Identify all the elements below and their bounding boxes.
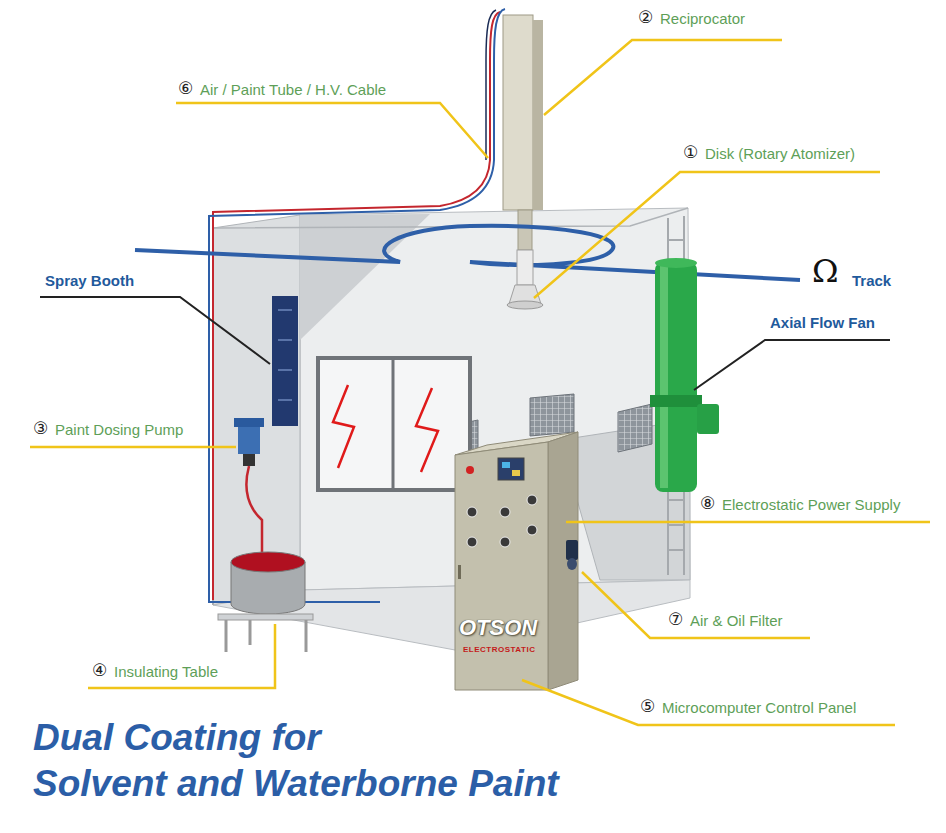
knob xyxy=(500,507,510,517)
callout-number: ⑦ xyxy=(668,610,683,628)
leader-line xyxy=(566,521,930,524)
callout-number: ⑥ xyxy=(178,79,193,97)
screen-detail xyxy=(502,462,510,468)
door-handle xyxy=(458,565,461,579)
window-divider xyxy=(392,358,395,490)
paint-tube xyxy=(246,466,262,558)
callout-number: ② xyxy=(638,8,653,26)
stop-button xyxy=(466,466,474,474)
touch-screen xyxy=(498,458,524,480)
pump-base xyxy=(243,454,255,466)
table-leg xyxy=(226,620,306,652)
booth-left-wall xyxy=(213,215,300,605)
part-label: Track xyxy=(852,272,891,290)
part-label: Paint Dosing Pump xyxy=(55,421,183,439)
paint-dosing-pump xyxy=(238,427,260,454)
rotary-disk xyxy=(507,301,543,309)
callout-number: ③ xyxy=(33,419,48,437)
spark-symbol xyxy=(416,388,438,472)
filter-bowl xyxy=(567,558,577,570)
omega-track xyxy=(135,226,800,280)
leader-line xyxy=(694,340,890,390)
callout-number: ① xyxy=(683,143,698,161)
reciprocator xyxy=(503,15,533,210)
booth-window xyxy=(318,358,470,490)
callout-number: ⑤ xyxy=(640,697,655,715)
control-cabinet xyxy=(455,442,548,690)
part-label: Spray Booth xyxy=(45,272,134,290)
part-label: Insulating Table xyxy=(114,663,218,681)
callout-number: ⑧ xyxy=(700,494,715,512)
part-label: Disk (Rotary Atomizer) xyxy=(705,145,855,163)
diagram-title: Dual Coating for Solvent and Waterborne … xyxy=(33,715,559,807)
leader-line xyxy=(582,572,810,638)
air-oil-filter xyxy=(566,540,578,560)
callout-number: ④ xyxy=(92,661,107,679)
filter-panel xyxy=(618,404,652,452)
knob xyxy=(500,537,510,547)
pump-head xyxy=(234,418,264,427)
spark-symbol xyxy=(333,385,354,468)
axial-fan xyxy=(655,262,697,492)
insulating-table xyxy=(218,614,313,620)
bar-detail xyxy=(278,310,292,400)
brand-logo: OTSON xyxy=(459,616,537,640)
leader-line xyxy=(88,624,275,688)
paint-surface xyxy=(231,552,305,572)
reciprocator-side xyxy=(533,20,543,210)
knob xyxy=(467,537,477,547)
distributor-bar xyxy=(272,296,298,426)
filter-panel xyxy=(530,394,574,436)
leader-line xyxy=(40,297,270,364)
brand-subtitle: ELECTROSTATIC xyxy=(463,645,535,654)
part-label: Air / Paint Tube / H.V. Cable xyxy=(200,81,386,99)
part-label: Microcomputer Control Panel xyxy=(662,699,856,717)
leader-line xyxy=(522,680,895,725)
part-label: Reciprocator xyxy=(660,10,745,28)
part-label: Electrostatic Power Supply xyxy=(722,496,900,514)
reciprocator-arm xyxy=(518,210,532,250)
fan-highlight xyxy=(660,266,668,488)
leader-line xyxy=(176,103,488,158)
fan-top xyxy=(655,258,697,268)
knob xyxy=(527,495,537,505)
screen-detail xyxy=(512,470,520,476)
track-symbol: Ω xyxy=(812,254,839,288)
leader-line xyxy=(30,446,236,449)
hv-cable xyxy=(486,10,496,160)
fan-flange xyxy=(650,395,702,407)
cabinet-side xyxy=(548,432,578,690)
knob xyxy=(527,525,537,535)
atomizer-body xyxy=(517,250,533,285)
fan-motor xyxy=(697,404,719,434)
leader-line xyxy=(544,40,782,115)
leader-line xyxy=(534,172,880,298)
part-label: Axial Flow Fan xyxy=(770,314,875,332)
knob xyxy=(467,507,477,517)
part-label: Air & Oil Filter xyxy=(690,612,783,630)
